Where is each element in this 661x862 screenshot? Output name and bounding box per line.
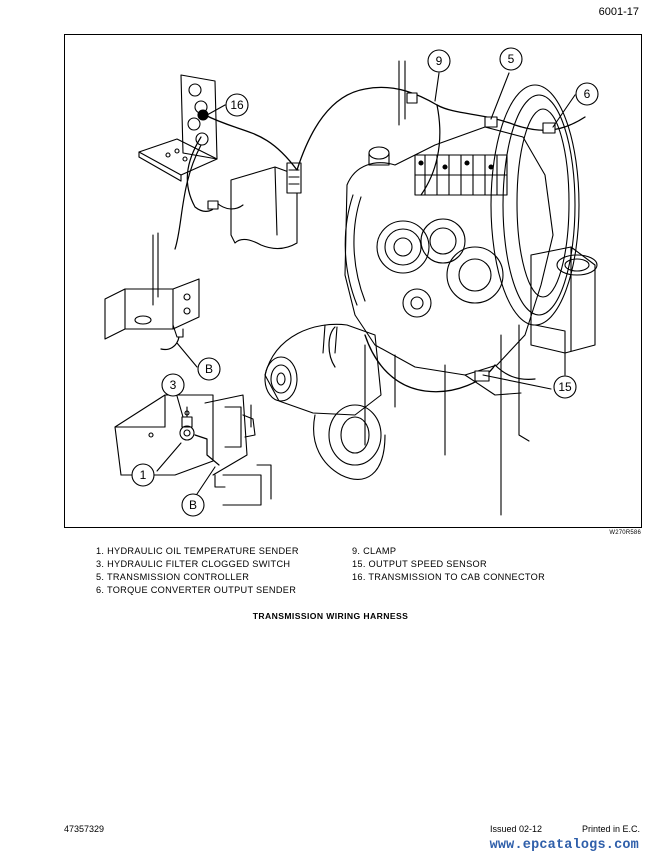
- legend-item: 1. HYDRAULIC OIL TEMPERATURE SENDER: [96, 546, 299, 556]
- legend-item: 5. TRANSMISSION CONTROLLER: [96, 572, 250, 582]
- legend-left-column: 1. HYDRAULIC OIL TEMPERATURE SENDER 3. H…: [96, 545, 299, 597]
- document-number: 47357329: [64, 824, 105, 834]
- technical-drawing: 16 9 5 6 15 B 3 1 B: [104, 47, 599, 517]
- callout-1: 1: [140, 468, 147, 482]
- sender-bracket-upper: [104, 278, 200, 351]
- starter-motor: [264, 323, 386, 480]
- leader-1: [156, 442, 182, 472]
- callout-9: 9: [436, 54, 443, 68]
- leader-b-top: [176, 342, 198, 368]
- wiring-harness-illustration: 16 9 5 6 15 B 3 1 B: [64, 34, 642, 528]
- callout-15: 15: [558, 380, 572, 394]
- watermark-link[interactable]: www.epcatalogs.com: [489, 838, 639, 853]
- sender-bracket-lower: [114, 394, 272, 506]
- leader-5: [490, 72, 510, 120]
- legend-right-column: 9. CLAMP 15. OUTPUT SPEED SENSOR 16. TRA…: [352, 545, 545, 584]
- transmission-housing: [344, 60, 598, 516]
- harness-bracket: [230, 162, 302, 250]
- page-number: 6001-17: [598, 6, 639, 18]
- legend-item: 15. OUTPUT SPEED SENSOR: [352, 559, 487, 569]
- legend-item: 6. TORQUE CONVERTER OUTPUT SENDER: [96, 585, 297, 595]
- printed-location: Printed in E.C.: [582, 824, 641, 834]
- harness-wire-main: [204, 114, 298, 171]
- callout-b-top: B: [205, 362, 213, 376]
- issued-date: Issued 02-12: [490, 824, 543, 834]
- leader-16: [206, 104, 226, 116]
- callout-3: 3: [170, 378, 177, 392]
- leader-15: [482, 374, 552, 390]
- leader-9: [434, 72, 440, 102]
- leader-b-bottom: [194, 466, 216, 498]
- legend-item: 16. TRANSMISSION TO CAB CONNECTOR: [352, 572, 546, 582]
- callout-6: 6: [584, 87, 591, 101]
- legend-item: 9. CLAMP: [352, 546, 397, 556]
- figure-code: W270R586: [609, 530, 641, 536]
- figure-caption: TRANSMISSION WIRING HARNESS: [252, 611, 409, 621]
- legend-item: 3. HYDRAULIC FILTER CLOGGED SWITCH: [96, 559, 291, 569]
- callout-16: 16: [230, 98, 244, 112]
- callout-5: 5: [508, 52, 515, 66]
- cab-connector-plate: [138, 74, 218, 182]
- callout-b-bottom: B: [189, 498, 197, 512]
- leader-6: [552, 94, 576, 128]
